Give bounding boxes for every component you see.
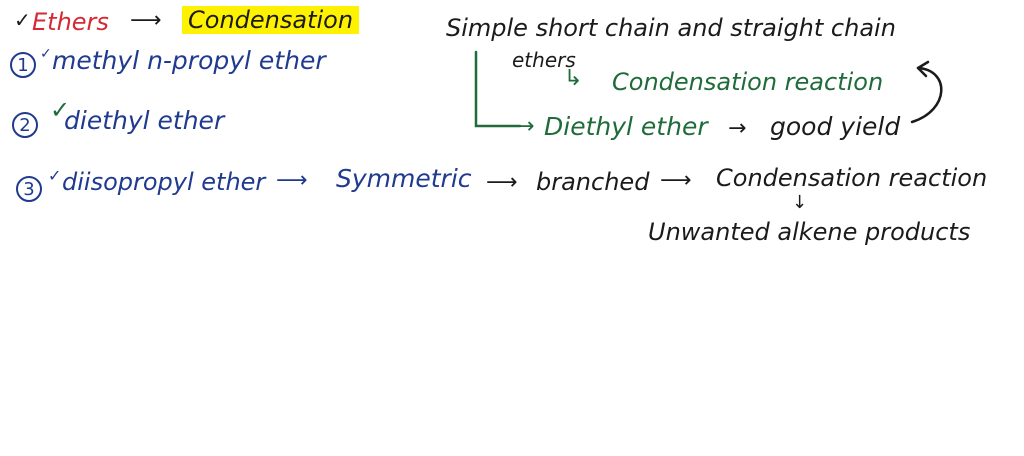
item-2-number: 2 [12, 112, 38, 138]
note-line-2: ethers [512, 48, 576, 72]
header-checkmark: ✓ [14, 8, 31, 32]
item-3-text: diisopropyl ether [62, 168, 266, 196]
item-1-number: 1 [10, 52, 36, 78]
note-line-1: Simple short chain and straight chain [446, 14, 896, 42]
item-1-text: methyl n-propyl ether [52, 46, 326, 75]
branch-2-diethyl-ether: Diethyl ether [544, 112, 708, 141]
branch-bracket-line [474, 50, 522, 128]
item-2-checkmark: ✓ [50, 96, 71, 124]
item-2-text: diethyl ether [64, 106, 225, 135]
curved-link-arrow [910, 66, 943, 124]
unwanted-alkene-products: Unwanted alkene products [648, 218, 971, 246]
item-1-checkmark: ✓ [40, 46, 52, 62]
branch-2-arrow: → [516, 114, 535, 139]
condensation-highlight: Condensation [182, 6, 360, 34]
row3-arrow-3: ⟶ [660, 168, 692, 193]
good-yield-label: good yield [770, 112, 901, 141]
branch-2-arrow-2: → [728, 116, 747, 141]
condensation-reaction-row3: Condensation reaction [716, 164, 988, 192]
row3-arrow-2: ⟶ [486, 170, 518, 195]
header-arrow: ⟶ [130, 8, 162, 33]
symmetric-label: Symmetric [336, 164, 472, 193]
curved-link-arrowhead [916, 60, 930, 78]
branch-1-condensation-reaction: Condensation reaction [612, 68, 884, 96]
item-3-checkmark: ✓ [48, 166, 62, 185]
item-3-number: 3 [16, 176, 42, 202]
branched-label: branched [536, 168, 650, 196]
ethers-heading: Ethers [32, 8, 109, 36]
branch-1-arrow: ↳ [564, 66, 583, 91]
row3-down-arrow: ↓ [792, 192, 808, 213]
row3-arrow-1: ⟶ [276, 168, 308, 193]
